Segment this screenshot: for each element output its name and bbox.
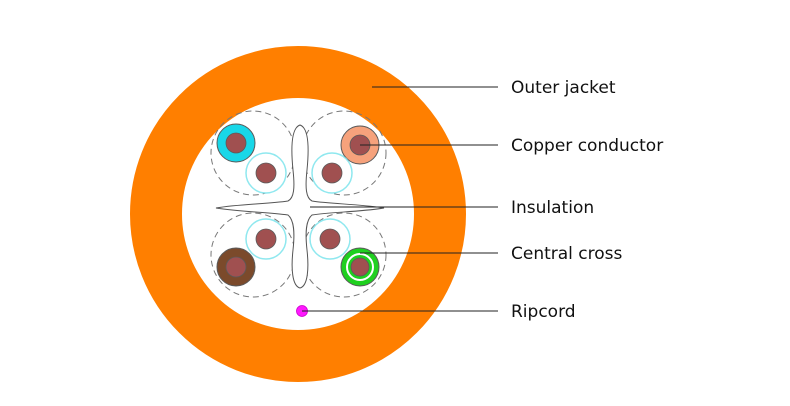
conductor-white-bottom-right-core — [319, 228, 341, 250]
conductor-green-core — [350, 257, 370, 277]
label-central-cross: Central cross — [511, 244, 623, 264]
conductor-white-top-right-core — [321, 162, 343, 184]
conductor-white-top-left-core — [255, 162, 277, 184]
label-insulation: Insulation — [511, 198, 594, 218]
central-cross — [215, 124, 385, 289]
outer-jacket-ring — [130, 46, 466, 382]
label-copper-conductor: Copper conductor — [511, 136, 663, 156]
label-ripcord: Ripcord — [511, 302, 576, 322]
conductor-brown-core — [225, 256, 247, 278]
conductor-green-inner-ring — [346, 253, 374, 281]
label-outer-jacket: Outer jacket — [511, 78, 616, 98]
conductor-white-bottom-left-core — [255, 228, 277, 250]
conductor-blue-core — [225, 132, 247, 154]
